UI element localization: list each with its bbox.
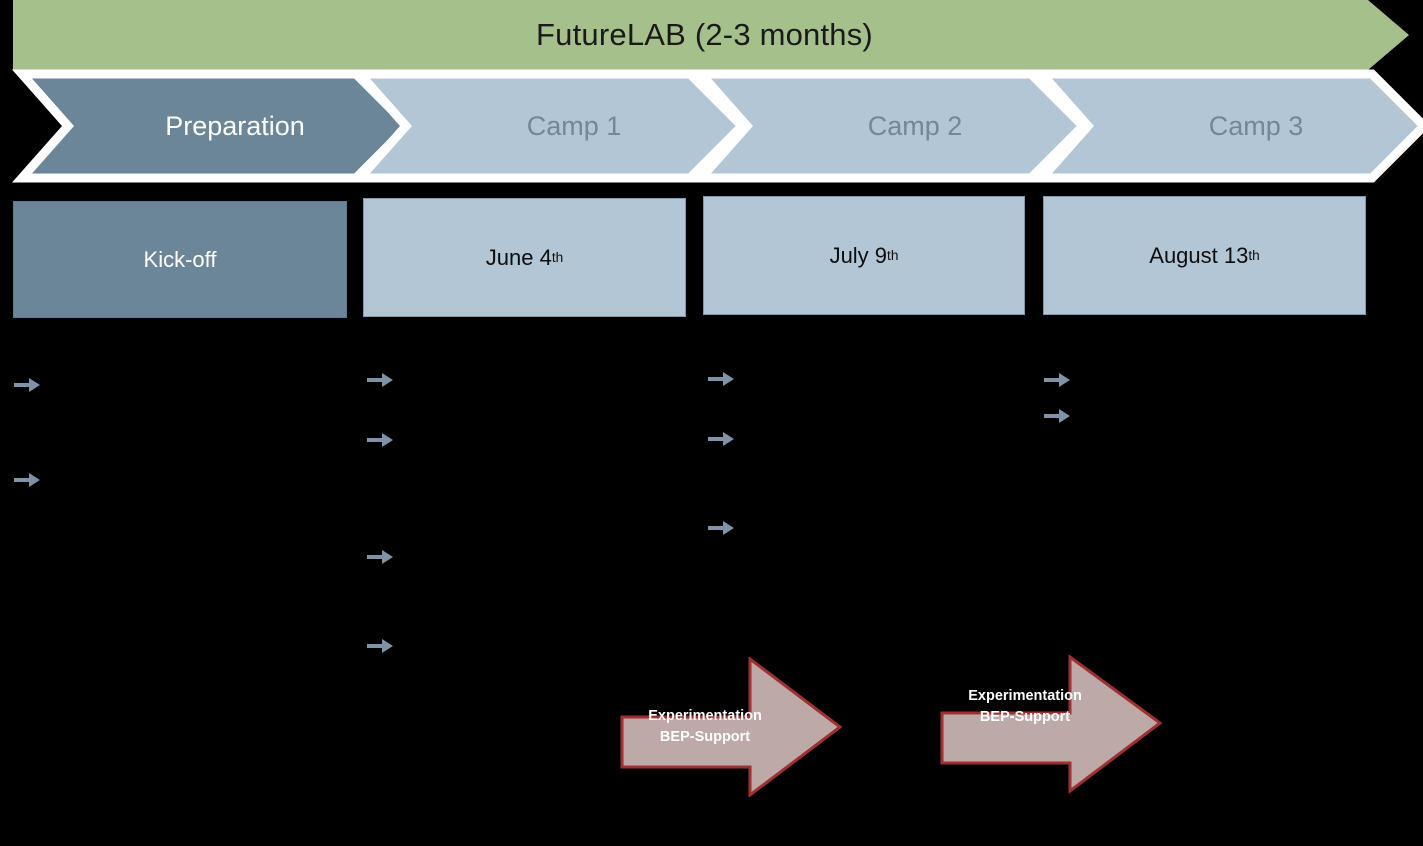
phase-chevron-band: Preparation Camp 1 Camp 2 Camp 3 xyxy=(0,68,1423,184)
block-arrow-icon xyxy=(940,655,1162,795)
milestone-label: Kick-off xyxy=(143,246,217,272)
experimentation-arrow-1[interactable]: Experimentation BEP-Support xyxy=(620,657,842,797)
bullet-arrow-icon xyxy=(708,431,734,447)
bullet-arrow-icon xyxy=(14,472,40,488)
chevron-shape xyxy=(350,69,749,183)
milestone-label: July 9 xyxy=(829,242,888,268)
milestone-box-kickoff[interactable]: Kick-off xyxy=(13,201,347,318)
bullet-arrow-icon xyxy=(367,638,393,654)
chevron-shape xyxy=(1032,69,1423,183)
phase-chevron-camp-3[interactable]: Camp 3 xyxy=(1032,68,1423,184)
milestone-label: June 4 xyxy=(485,244,552,270)
experimentation-arrow-2[interactable]: Experimentation BEP-Support xyxy=(940,655,1162,795)
banner-title: FutureLAB (2-3 months) xyxy=(536,17,873,52)
bullet-arrow-icon xyxy=(367,372,393,388)
block-arrow-icon xyxy=(620,657,842,797)
bullet-arrow-icon xyxy=(367,432,393,448)
milestone-label: August 13 xyxy=(1149,242,1249,268)
bullet-arrow-icon xyxy=(1044,372,1070,388)
bullet-arrow-icon xyxy=(708,371,734,387)
chevron-shape xyxy=(691,69,1090,183)
bullet-arrow-icon xyxy=(1044,408,1070,424)
banner-shape xyxy=(13,0,1409,70)
bullet-arrow-icon xyxy=(14,377,40,393)
bullet-arrow-icon xyxy=(708,520,734,536)
bullet-arrow-icon xyxy=(367,549,393,565)
phase-chevron-camp-1[interactable]: Camp 1 xyxy=(350,68,750,184)
phase-chevron-camp-2[interactable]: Camp 2 xyxy=(691,68,1091,184)
phase-banner: FutureLAB (2-3 months) xyxy=(13,0,1409,70)
